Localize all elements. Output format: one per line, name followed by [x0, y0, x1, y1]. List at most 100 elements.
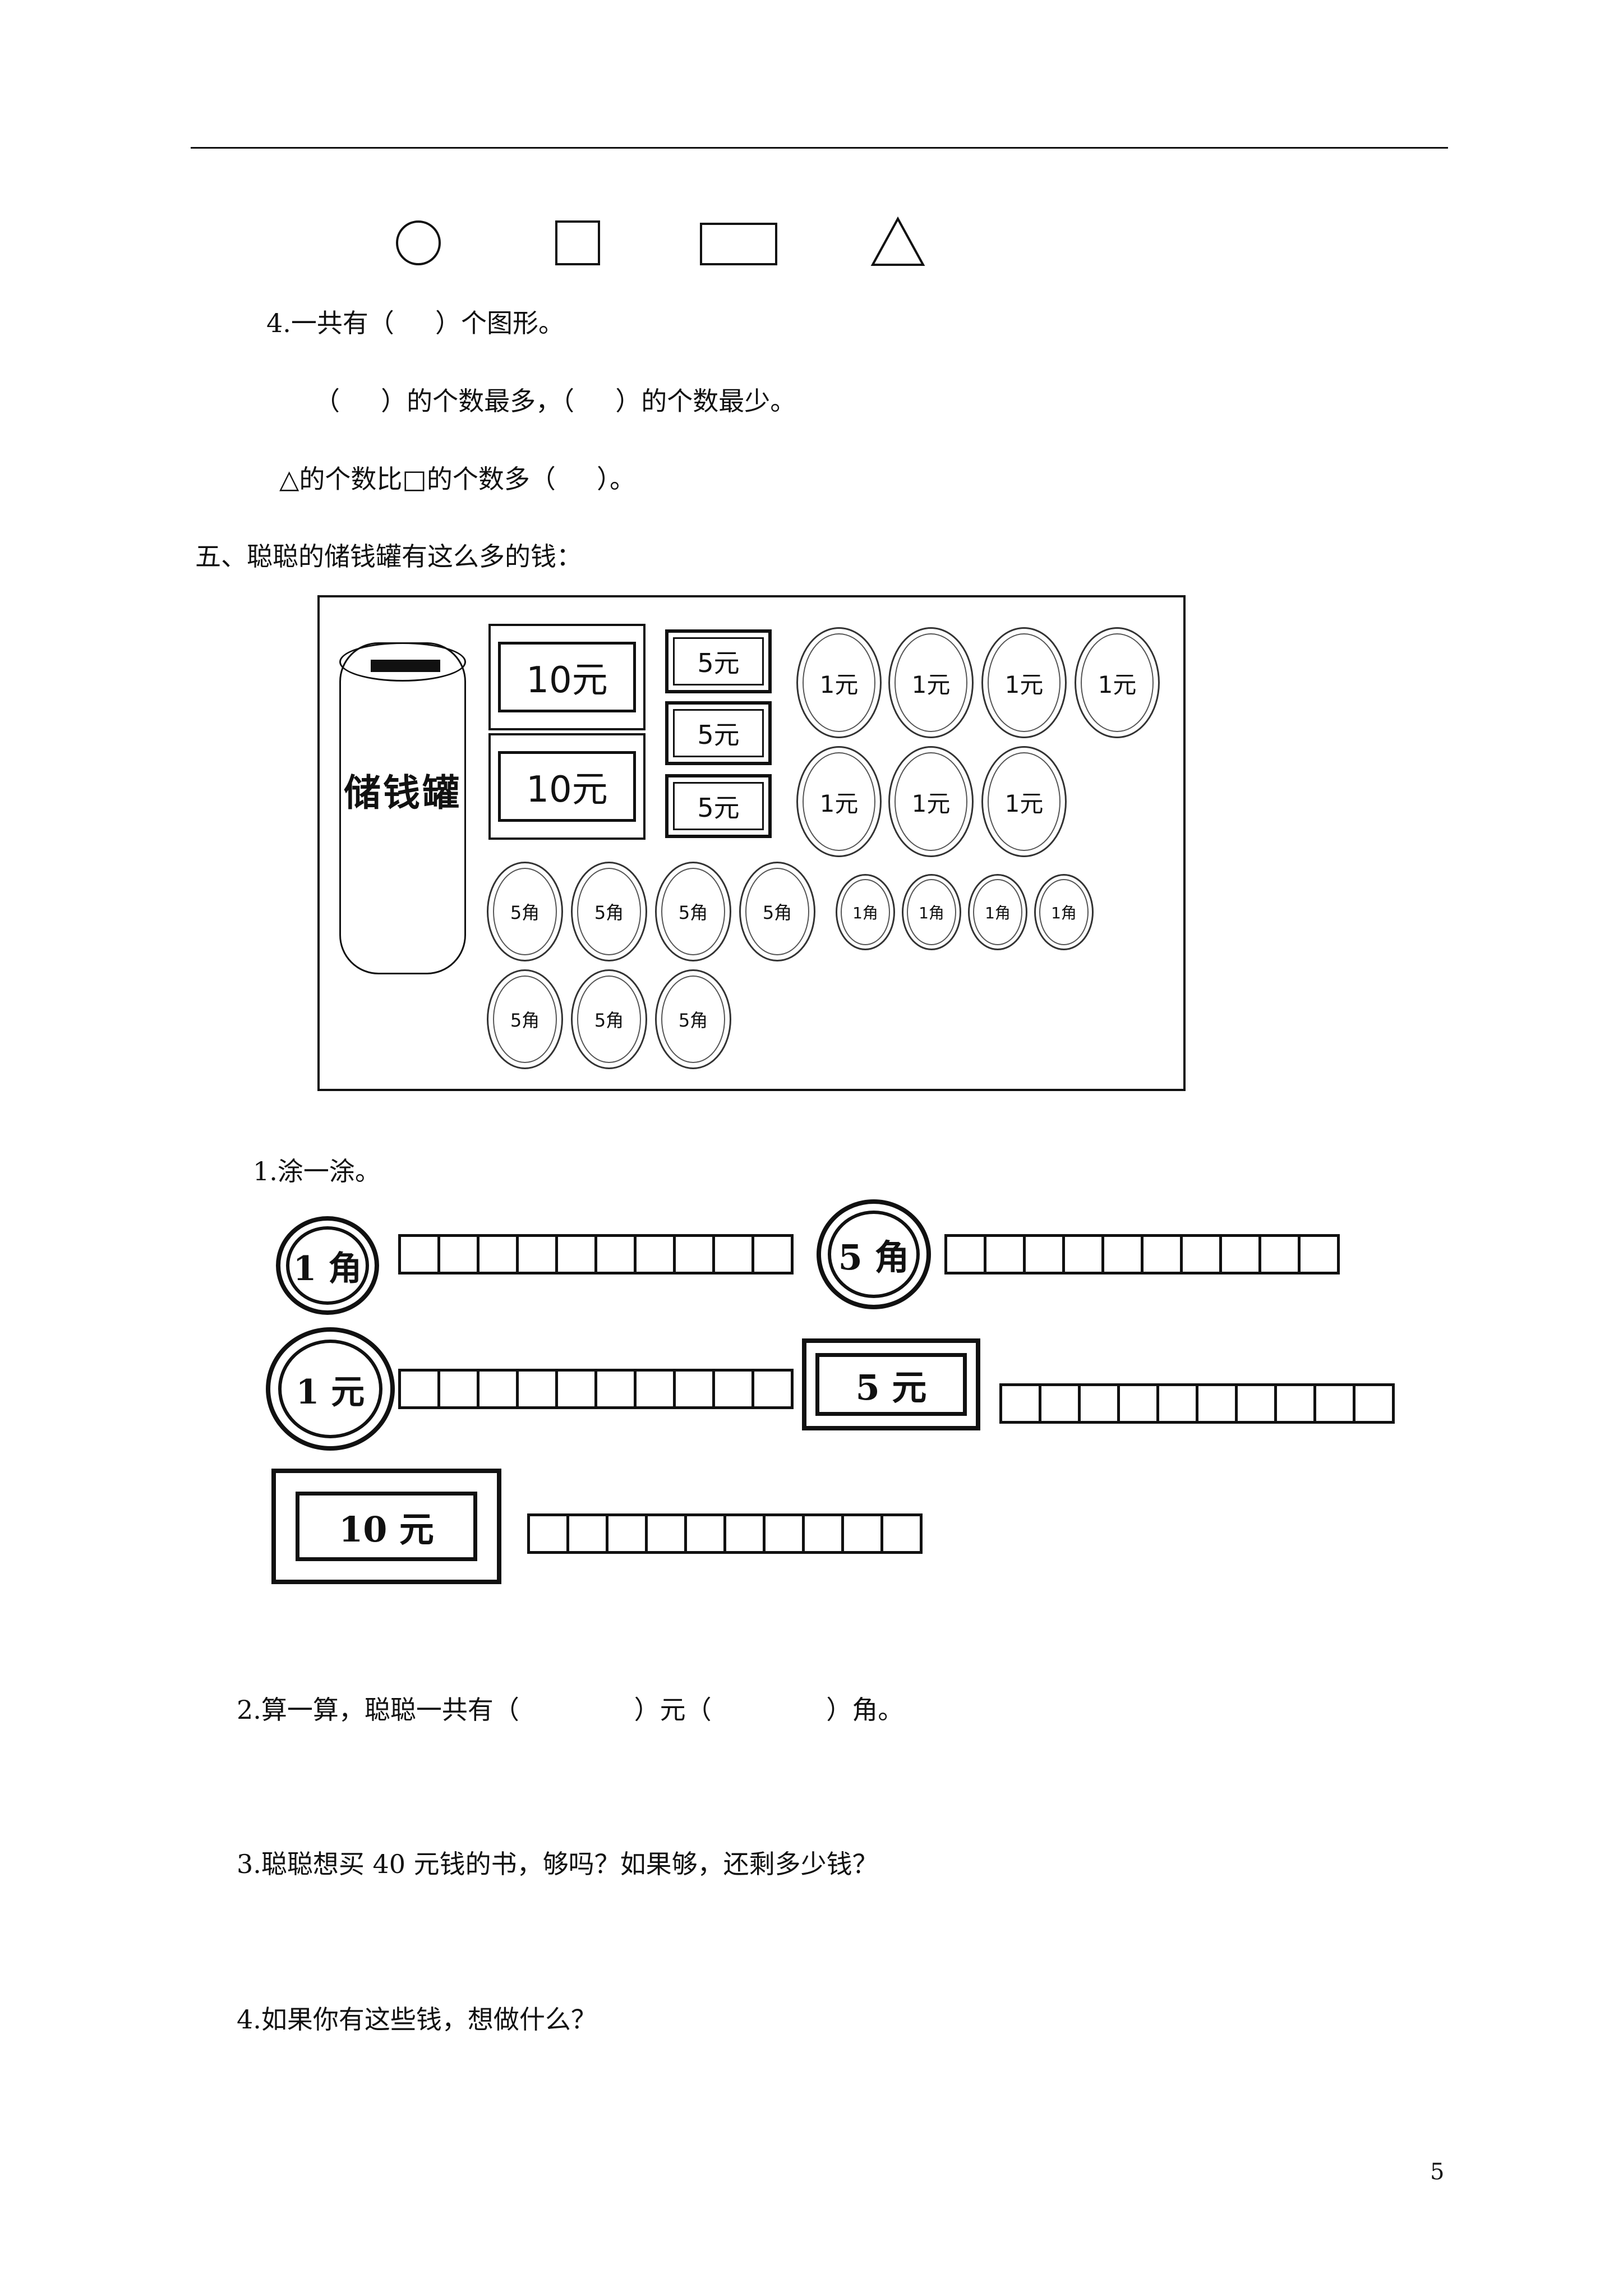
square-icon — [555, 220, 600, 265]
tally-box[interactable] — [634, 1369, 676, 1409]
tally-box[interactable] — [1196, 1383, 1238, 1424]
coloring-title: 1.涂一涂。 — [253, 1156, 381, 1186]
tally-box[interactable] — [477, 1369, 519, 1409]
tally-box[interactable] — [1039, 1383, 1081, 1424]
note-10-yuan: 10元 — [488, 624, 645, 730]
triangle-icon — [870, 217, 925, 266]
coin-5-jiao-large: 5 角 — [817, 1199, 931, 1309]
tally-box[interactable] — [1219, 1234, 1261, 1274]
tally-boxes-5-jiao — [944, 1234, 1340, 1274]
tally-box[interactable] — [634, 1234, 676, 1274]
tally-box[interactable] — [763, 1513, 805, 1554]
coin-label: 1角 — [841, 879, 890, 945]
coin-label: 1 元 — [278, 1340, 382, 1438]
tally-box[interactable] — [594, 1234, 637, 1274]
tally-box[interactable] — [1101, 1234, 1144, 1274]
jar-label: 储钱罐 — [344, 771, 462, 815]
tally-box[interactable] — [684, 1513, 726, 1554]
tally-box[interactable] — [1235, 1383, 1277, 1424]
tally-box[interactable] — [1117, 1383, 1159, 1424]
jar-slot — [371, 660, 440, 672]
tally-box[interactable] — [880, 1513, 923, 1554]
tally-box[interactable] — [606, 1513, 648, 1554]
coin-label: 1元 — [1081, 633, 1154, 732]
coin-label: 5角 — [493, 976, 557, 1063]
coin-1-yuan: 1元 — [981, 627, 1067, 738]
tally-box[interactable] — [1023, 1234, 1065, 1274]
tally-box[interactable] — [594, 1369, 637, 1409]
tally-box[interactable] — [1141, 1234, 1183, 1274]
tally-boxes-10-yuan — [527, 1513, 923, 1554]
tally-box[interactable] — [477, 1234, 519, 1274]
coin-1-yuan: 1元 — [981, 746, 1067, 857]
coin-label: 1角 — [907, 879, 956, 945]
tally-box[interactable] — [999, 1383, 1041, 1424]
q4-triangle-vs-square: △的个数比□的个数多（ ）。 — [279, 464, 635, 494]
coin-label: 1角 — [1039, 879, 1089, 945]
coin-1-jiao: 1角 — [1034, 874, 1094, 950]
tally-box[interactable] — [437, 1369, 479, 1409]
tally-box[interactable] — [1180, 1234, 1222, 1274]
tally-box[interactable] — [555, 1234, 597, 1274]
q4-total-shapes: 4.一共有（ ）个图形。 — [266, 308, 564, 338]
tally-box[interactable] — [1062, 1234, 1104, 1274]
question-4: 4.如果你有这些钱，想做什么？ — [237, 2004, 597, 2035]
tally-box[interactable] — [1298, 1234, 1340, 1274]
tally-box[interactable] — [1313, 1383, 1355, 1424]
section5-title: 五、聪聪的储钱罐有这么多的钱： — [195, 541, 582, 572]
tally-box[interactable] — [645, 1513, 687, 1554]
coin-5-jiao: 5角 — [487, 969, 563, 1069]
coin-label: 5 角 — [828, 1211, 920, 1298]
coin-1-yuan: 1元 — [796, 746, 882, 857]
circle-icon — [396, 220, 441, 265]
tally-box[interactable] — [841, 1513, 883, 1554]
tally-box[interactable] — [712, 1234, 754, 1274]
tally-box[interactable] — [516, 1369, 558, 1409]
tally-box[interactable] — [1353, 1383, 1395, 1424]
coin-label: 1元 — [988, 752, 1061, 851]
coin-1-jiao: 1角 — [902, 874, 961, 950]
note-5-yuan: 5元 — [665, 629, 772, 693]
tally-box[interactable] — [984, 1234, 1026, 1274]
tally-box[interactable] — [944, 1234, 986, 1274]
coin-1-yuan: 1元 — [796, 627, 882, 738]
note-5-yuan-large: 5 元 — [802, 1338, 980, 1430]
tally-box[interactable] — [1156, 1383, 1198, 1424]
tally-box[interactable] — [673, 1234, 715, 1274]
tally-box[interactable] — [751, 1369, 794, 1409]
coin-1-yuan: 1元 — [1075, 627, 1160, 738]
tally-box[interactable] — [398, 1369, 440, 1409]
tally-box[interactable] — [751, 1234, 794, 1274]
coin-5-jiao: 5角 — [655, 862, 731, 961]
tally-box[interactable] — [527, 1513, 569, 1554]
coin-1-jiao-large: 1 角 — [276, 1216, 379, 1315]
coin-5-jiao: 5角 — [487, 862, 563, 961]
tally-box[interactable] — [1274, 1383, 1316, 1424]
tally-box[interactable] — [802, 1513, 844, 1554]
coin-1-yuan: 1元 — [888, 627, 974, 738]
coin-label: 5角 — [661, 976, 725, 1063]
tally-box[interactable] — [723, 1513, 766, 1554]
note-5-yuan: 5元 — [665, 701, 772, 765]
tally-box[interactable] — [1078, 1383, 1120, 1424]
tally-boxes-5-yuan — [999, 1383, 1395, 1424]
tally-boxes-1-jiao — [398, 1234, 794, 1274]
tally-box[interactable] — [437, 1234, 479, 1274]
tally-box[interactable] — [516, 1234, 558, 1274]
note-label: 5元 — [673, 637, 764, 685]
question-2: 2.算一算，聪聪一共有（ ）元（ ）角。 — [237, 1695, 904, 1725]
note-10-yuan-large: 10 元 — [271, 1469, 501, 1584]
note-label: 5元 — [673, 709, 764, 757]
note-label: 5元 — [673, 782, 764, 830]
tally-box[interactable] — [673, 1369, 715, 1409]
note-label: 10元 — [498, 642, 636, 712]
tally-box[interactable] — [398, 1234, 440, 1274]
tally-box[interactable] — [555, 1369, 597, 1409]
coin-5-jiao: 5角 — [655, 969, 731, 1069]
coin-5-jiao: 5角 — [571, 862, 647, 961]
coin-label: 1元 — [895, 633, 967, 732]
tally-box[interactable] — [1258, 1234, 1301, 1274]
tally-box[interactable] — [712, 1369, 754, 1409]
coin-label: 1元 — [803, 633, 875, 732]
tally-box[interactable] — [566, 1513, 608, 1554]
